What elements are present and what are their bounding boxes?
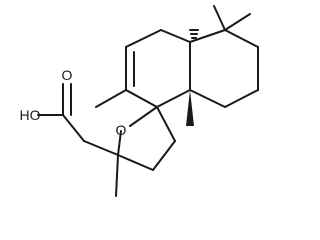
tetrahydrofuran-ring — [117, 106, 176, 171]
bond-cq-ch2 — [83, 140, 119, 156]
acetic-acid-chain — [37, 83, 119, 156]
cyclohexane-ring — [189, 29, 259, 108]
bond-c5-c6 — [125, 29, 162, 48]
bond-c10-c1 — [189, 29, 226, 43]
bond-methyl-a — [213, 5, 226, 31]
bond-c8-c9 — [156, 89, 191, 108]
bond-methyl-b — [224, 13, 251, 31]
bond-c1-c2 — [224, 29, 259, 48]
gem-dimethyl — [213, 5, 251, 31]
molecule-structure-diagram: O O HO — [20, 5, 259, 197]
label-o-ring: O — [116, 122, 127, 138]
bond-c4-c5 — [160, 29, 191, 43]
bond-c4r-c9 — [189, 89, 226, 108]
bond-cq-o — [117, 130, 122, 156]
bond-spiro-o — [129, 106, 158, 127]
label-hydroxyl: HO — [20, 107, 41, 123]
bond-ch2-cq — [117, 154, 154, 171]
bond-c7-c8 — [125, 89, 158, 108]
bond-ch2-cooh — [62, 114, 85, 142]
bond-thf-methyl — [115, 154, 119, 197]
solid-wedge-methyl — [186, 90, 194, 126]
label-o-carbonyl: O — [62, 67, 73, 83]
bond-c3-c4r — [224, 89, 259, 108]
cyclohexene-ring — [125, 29, 191, 108]
hashed-wedge-h — [189, 29, 199, 39]
bond-spiro-ch2 — [156, 106, 176, 142]
bond-ch2-ch2 — [152, 140, 176, 171]
bond-methyl-alkene — [95, 89, 127, 108]
